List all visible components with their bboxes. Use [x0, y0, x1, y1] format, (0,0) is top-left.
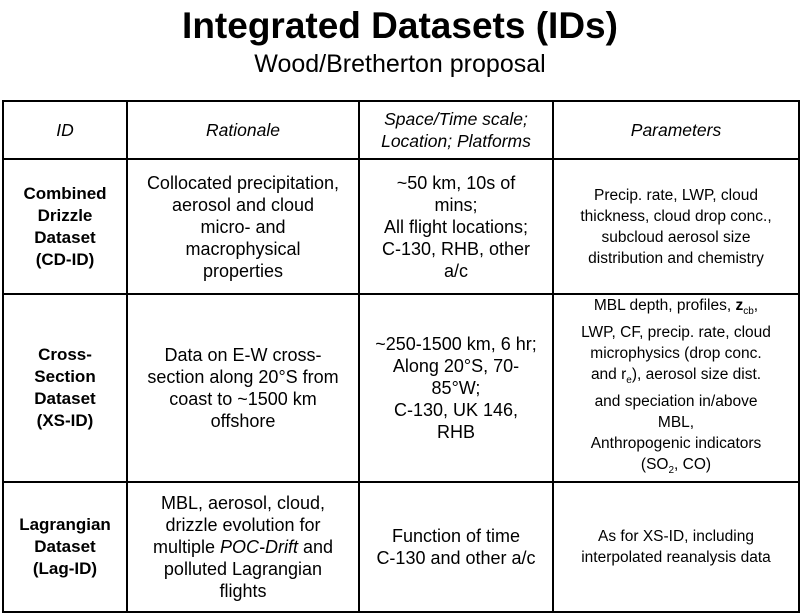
text: multiple: [152, 537, 220, 558]
text-line: mins;: [434, 194, 478, 215]
text-line: MBL depth, profiles, zcb,: [557, 295, 795, 322]
text-line: ~250-1500 km, 6 hr;: [375, 334, 537, 355]
text: MBL depth, profiles,: [593, 297, 736, 314]
text: z: [735, 297, 744, 314]
text-line: (SO2, CO): [557, 454, 795, 481]
id-line: Section: [34, 367, 96, 387]
subscript: 2: [668, 465, 675, 477]
text-line: a/c: [443, 260, 468, 281]
header-scale-line: Location; Platforms: [381, 131, 531, 151]
text-line: C-130, UK 146,: [393, 400, 519, 421]
text-line: aerosol and cloud: [171, 194, 315, 215]
datasets-table: ID Rationale Space/Time scale;Location; …: [2, 100, 800, 613]
text-line: properties: [202, 260, 284, 281]
id-line: Cross-: [38, 345, 92, 365]
text-line: RHB: [436, 422, 475, 443]
text-line: As for XS-ID, including: [598, 528, 754, 546]
text-line: and re), aerosol size dist.: [557, 364, 795, 391]
text-line: microphysics (drop conc.: [590, 345, 762, 363]
text: , CO): [674, 456, 712, 474]
text-line: distribution and chemistry: [588, 249, 764, 267]
slide-title: Integrated Datasets (IDs): [182, 5, 618, 46]
text: (SO: [640, 456, 669, 474]
text-line: MBL, aerosol, cloud,: [160, 493, 326, 514]
text-line: macrophysical: [185, 238, 301, 259]
header-scale: Space/Time scale;Location; Platforms: [358, 100, 554, 160]
text-line: interpolated reanalysis data: [581, 549, 771, 567]
id-line: Drizzle: [37, 205, 93, 225]
text: ), aerosol size dist.: [631, 366, 762, 384]
row-rationale: Data on E-W cross-section along 20°S fro…: [126, 292, 360, 484]
text-line: drizzle evolution for: [165, 515, 321, 536]
id-line: Dataset: [34, 537, 96, 557]
text-line: section along 20°S from: [147, 367, 339, 388]
id-line: (Lag-ID): [32, 559, 98, 579]
row-scale: ~250-1500 km, 6 hr;Along 20°S, 70-85°W;C…: [358, 292, 554, 484]
text-line: LWP, CF, precip. rate, cloud: [581, 324, 771, 342]
text-line: C-130, RHB, other: [381, 238, 531, 259]
text-line: micro- and: [200, 216, 286, 237]
subscript: cb: [743, 306, 754, 318]
header-parameters: Parameters: [552, 100, 800, 160]
text-line: Data on E-W cross-: [164, 345, 322, 366]
text-line: polluted Lagrangian: [163, 559, 323, 580]
text-line: ~50 km, 10s of: [396, 172, 516, 193]
text-line: Along 20°S, 70-: [392, 356, 520, 377]
text-line: Anthropogenic indicators: [590, 435, 762, 453]
id-line: (CD-ID): [35, 249, 95, 269]
row-parameters: Precip. rate, LWP, cloud thickness, cloud…: [552, 158, 800, 295]
text-line: multiple POC-Drift and: [131, 536, 355, 558]
text-line: 85°W;: [431, 378, 481, 399]
row-rationale: MBL, aerosol, cloud,drizzle evolution fo…: [126, 481, 360, 613]
text: POC-Drift: [219, 537, 298, 558]
text: and: [297, 537, 334, 558]
text-line: coast to ~1500 km: [169, 389, 317, 410]
text-line: Precip. rate, LWP, cloud: [594, 186, 758, 204]
text-line: C-130 and other a/c: [376, 548, 536, 569]
id-line: Dataset: [34, 389, 96, 409]
text-line: offshore: [210, 411, 276, 432]
row-parameters: As for XS-ID, including interpolated rean…: [552, 481, 800, 613]
header-id: ID: [2, 100, 128, 160]
table-header-row: ID Rationale Space/Time scale;Location; …: [2, 100, 800, 160]
text: ,: [753, 297, 759, 314]
text-line: Function of time: [391, 526, 521, 547]
id-line: Combined: [23, 183, 107, 203]
text-line: Collocated precipitation,: [146, 172, 340, 193]
row-parameters: MBL depth, profiles, zcb, LWP, CF, preci…: [552, 292, 800, 484]
id-line: Lagrangian: [19, 515, 111, 535]
text-line: and speciation in/above: [594, 393, 758, 411]
id-line: (XS-ID): [36, 411, 94, 431]
text-line: flights: [219, 581, 267, 602]
text-line: thickness, cloud drop conc.,: [580, 207, 772, 225]
subscript: e: [626, 375, 632, 387]
text-line: All flight locations;: [383, 216, 529, 237]
slide-subtitle: Wood/Bretherton proposal: [254, 50, 546, 78]
row-rationale: Collocated precipitation,aerosol and clo…: [126, 158, 360, 295]
text-line: MBL,: [657, 414, 695, 432]
header-rationale: Rationale: [126, 100, 360, 160]
id-line: Dataset: [34, 227, 96, 247]
header-scale-line: Space/Time scale;: [384, 109, 528, 129]
text: and r: [590, 366, 627, 384]
text-line: subcloud aerosol size: [601, 228, 751, 246]
